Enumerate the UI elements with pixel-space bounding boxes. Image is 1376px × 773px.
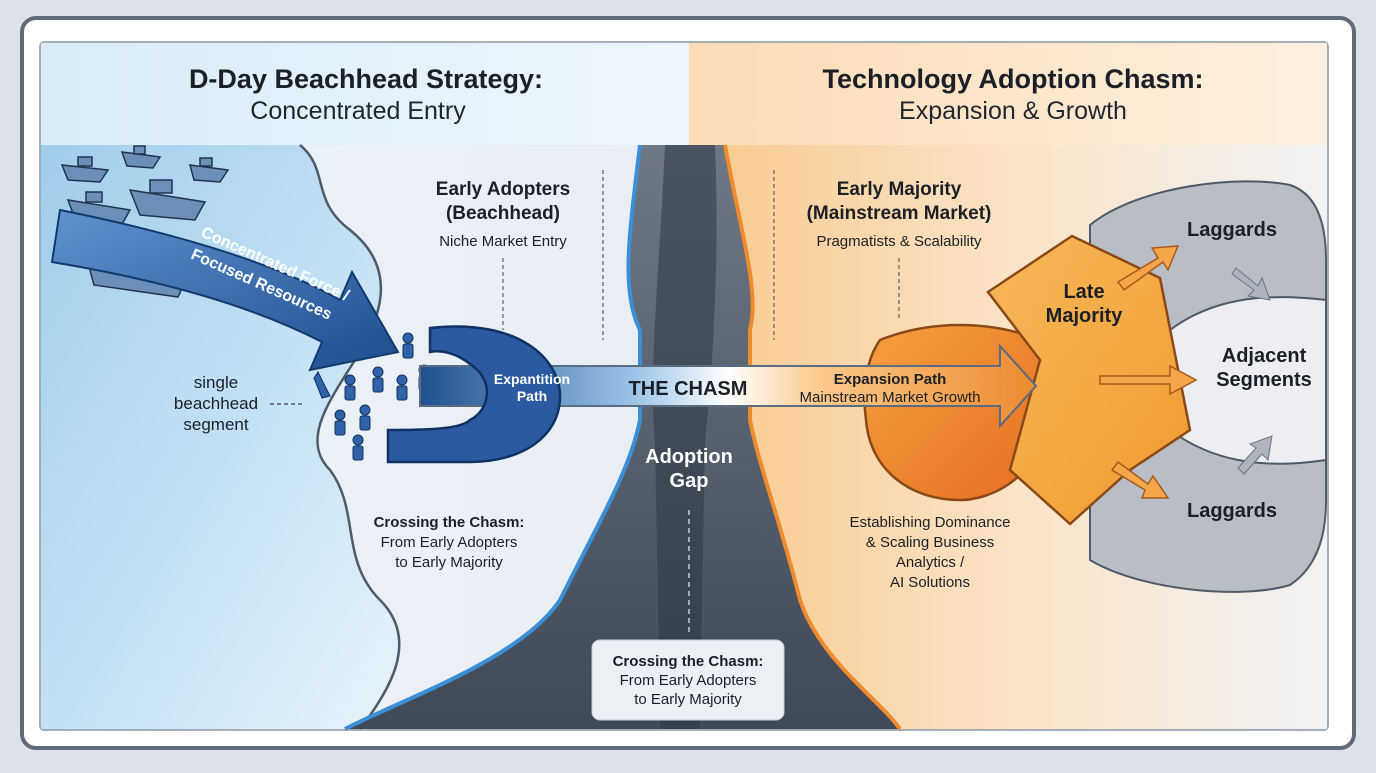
- expansion-path-title: Expansion Path: [834, 371, 947, 388]
- early-adopters-title2: (Beachhead): [446, 203, 560, 224]
- chasm-cliffs: [345, 145, 900, 729]
- bottom-box-line1: Crossing the Chasm:: [613, 653, 764, 670]
- right-subtitle: Expansion & Growth: [899, 97, 1127, 125]
- crossing-note-line3: to Early Majority: [395, 554, 503, 571]
- dominance-note-line1: Establishing Dominance: [850, 514, 1011, 531]
- shoreline: [299, 144, 401, 730]
- expansion-arrows: [1099, 245, 1198, 499]
- laggards-top: Laggards: [1187, 219, 1277, 241]
- dominance-note-line2: & Scaling Business: [866, 534, 994, 551]
- late-majority-line2: Majority: [1046, 305, 1124, 327]
- left-header-band: [41, 43, 689, 145]
- concentrated-force-arrow: [50, 208, 400, 372]
- expansion-small-line1: Expantition: [494, 371, 570, 387]
- beachhead-arc: [386, 325, 562, 464]
- ring-arrows: [1231, 267, 1273, 475]
- left-title: D-Day Beachhead Strategy:: [189, 64, 543, 94]
- beachhead-label-1: single: [194, 373, 238, 392]
- right-header-band: [689, 43, 1327, 145]
- laggards-bottom: Laggards: [1187, 500, 1277, 522]
- adoption-gap-line1: Adoption: [645, 446, 733, 468]
- early-majority-title1: Early Majority: [837, 179, 962, 200]
- right-title: Technology Adoption Chasm:: [823, 64, 1204, 94]
- beachhead-label-3: segment: [183, 415, 248, 434]
- chasm-right-edge: [723, 144, 902, 731]
- chasm-depth: [652, 145, 717, 729]
- crossing-bottom-box: [591, 639, 785, 721]
- adjacent-segments-line1: Adjacent: [1222, 345, 1307, 367]
- chasm-left-edge: [344, 144, 642, 731]
- early-adopters-title1: Early Adopters: [436, 179, 570, 200]
- late-majority-line1: Late: [1063, 281, 1104, 303]
- dominance-note-line4: AI Solutions: [890, 574, 970, 591]
- dominance-note-line3: Analytics /: [896, 554, 965, 571]
- bottom-box-line3: to Early Majority: [634, 691, 742, 708]
- bottom-box-line2: From Early Adopters: [620, 672, 757, 689]
- early-majority-caption: Pragmatists & Scalability: [816, 233, 982, 250]
- soldier-icons: [313, 332, 430, 461]
- early-adopters-caption: Niche Market Entry: [439, 233, 567, 250]
- left-subtitle: Concentrated Entry: [250, 97, 466, 125]
- chasm-label: THE CHASM: [629, 378, 748, 400]
- expansion-path-sub: Mainstream Market Growth: [800, 389, 981, 406]
- beachhead-label-2: beachhead: [174, 394, 258, 413]
- expansion-small-line2: Path: [517, 388, 547, 404]
- early-majority-title2: (Mainstream Market): [807, 203, 992, 224]
- crossing-note-line1: Crossing the Chasm:: [374, 514, 525, 531]
- adjacent-segments-line2: Segments: [1216, 369, 1312, 391]
- crossing-note-line2: From Early Adopters: [381, 534, 518, 551]
- adoption-gap-line2: Gap: [670, 470, 709, 492]
